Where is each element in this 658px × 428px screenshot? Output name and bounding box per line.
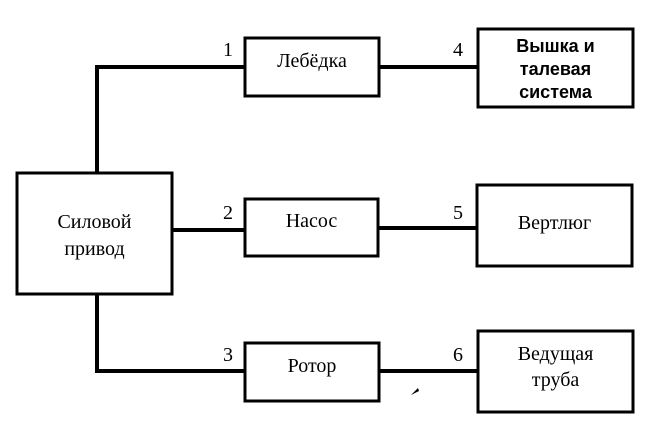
label-4: 4 <box>453 39 463 61</box>
label-2: 2 <box>223 202 233 224</box>
tower-block: Вышка и талевая система <box>476 27 635 109</box>
stray-mark <box>411 388 419 395</box>
swivel-block: Вертлюг <box>475 183 634 268</box>
winch-label: Лебёдка <box>277 50 347 72</box>
pump-box <box>243 197 380 258</box>
tower-label-line3: система <box>519 82 593 102</box>
kelly-box <box>476 329 635 414</box>
power-drive-block: Силовой привод <box>15 171 174 296</box>
power-drive-label-line2: привод <box>64 238 124 260</box>
kelly-label-line2: труба <box>532 369 580 391</box>
tower-box <box>476 27 635 109</box>
winch-box <box>243 36 381 98</box>
tower-label-line1: Вышка и <box>516 36 594 56</box>
connector-drive-to-winch <box>95 65 245 173</box>
winch-block: Лебёдка <box>243 36 381 98</box>
power-drive-label-line1: Силовой <box>57 211 131 233</box>
rotor-box <box>243 341 381 403</box>
swivel-label: Вертлюг <box>518 212 591 234</box>
pump-block: Насос <box>243 197 380 258</box>
power-drive-box <box>15 171 174 296</box>
label-5: 5 <box>453 202 463 224</box>
swivel-box <box>475 183 634 268</box>
pump-label: Насос <box>286 210 338 232</box>
rotor-label: Ротор <box>288 355 337 377</box>
kelly-block: Ведущая труба <box>476 329 635 414</box>
label-3: 3 <box>223 344 233 366</box>
label-6: 6 <box>453 344 463 366</box>
label-1: 1 <box>223 39 233 61</box>
connector-drive-to-rotor <box>95 294 245 373</box>
rotor-block: Ротор <box>243 341 381 403</box>
connectors <box>95 65 478 373</box>
connection-numbers: 1 2 3 4 5 6 <box>223 39 463 366</box>
tower-label-line2: талевая <box>520 59 591 79</box>
kelly-label-line1: Ведущая <box>518 343 594 365</box>
